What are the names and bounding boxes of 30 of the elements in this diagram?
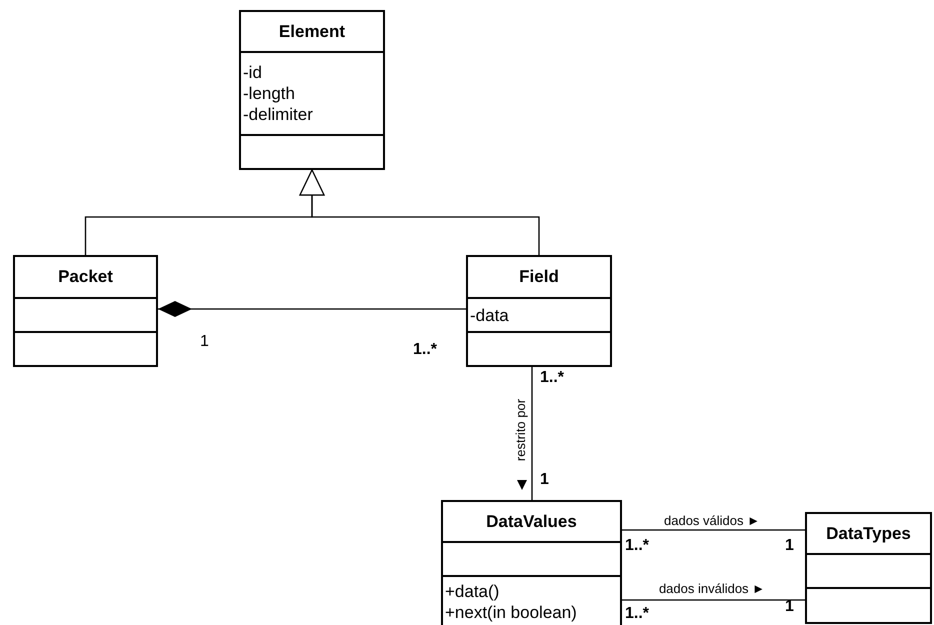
connector bbox=[531, 367, 533, 500]
class-name: Field bbox=[519, 267, 559, 287]
class-member: -data bbox=[469, 304, 509, 326]
multiplicity-label: 1..* bbox=[413, 340, 438, 360]
class-member: -length bbox=[242, 83, 295, 104]
multiplicity-label: 1..* bbox=[625, 604, 650, 624]
multiplicity-label: 1..* bbox=[625, 536, 650, 556]
class-member: -delimiter bbox=[242, 104, 313, 125]
class-box bbox=[441, 500, 622, 625]
multiplicity-label: 1 bbox=[200, 332, 209, 352]
class-box bbox=[466, 255, 612, 367]
class-box bbox=[13, 255, 158, 367]
connector bbox=[299, 169, 540, 255]
class-name: Packet bbox=[58, 267, 113, 287]
class-member: -id bbox=[242, 62, 262, 83]
edge-label: restrito por bbox=[513, 398, 529, 462]
class-name: DataTypes bbox=[826, 524, 911, 544]
class-box bbox=[805, 512, 932, 624]
connector bbox=[158, 301, 466, 317]
class-member: +data() bbox=[444, 580, 500, 602]
connector bbox=[622, 599, 805, 601]
class-name: DataValues bbox=[486, 512, 577, 532]
class-box bbox=[239, 10, 385, 170]
class-member: +next(in boolean) bbox=[444, 602, 577, 622]
multiplicity-label: 1 bbox=[785, 536, 794, 556]
multiplicity-label: 1 bbox=[785, 597, 794, 617]
multiplicity-label: 1 bbox=[540, 470, 549, 490]
class-name: Element bbox=[278, 22, 346, 42]
connector bbox=[622, 529, 805, 531]
multiplicity-label: 1..* bbox=[540, 368, 564, 388]
